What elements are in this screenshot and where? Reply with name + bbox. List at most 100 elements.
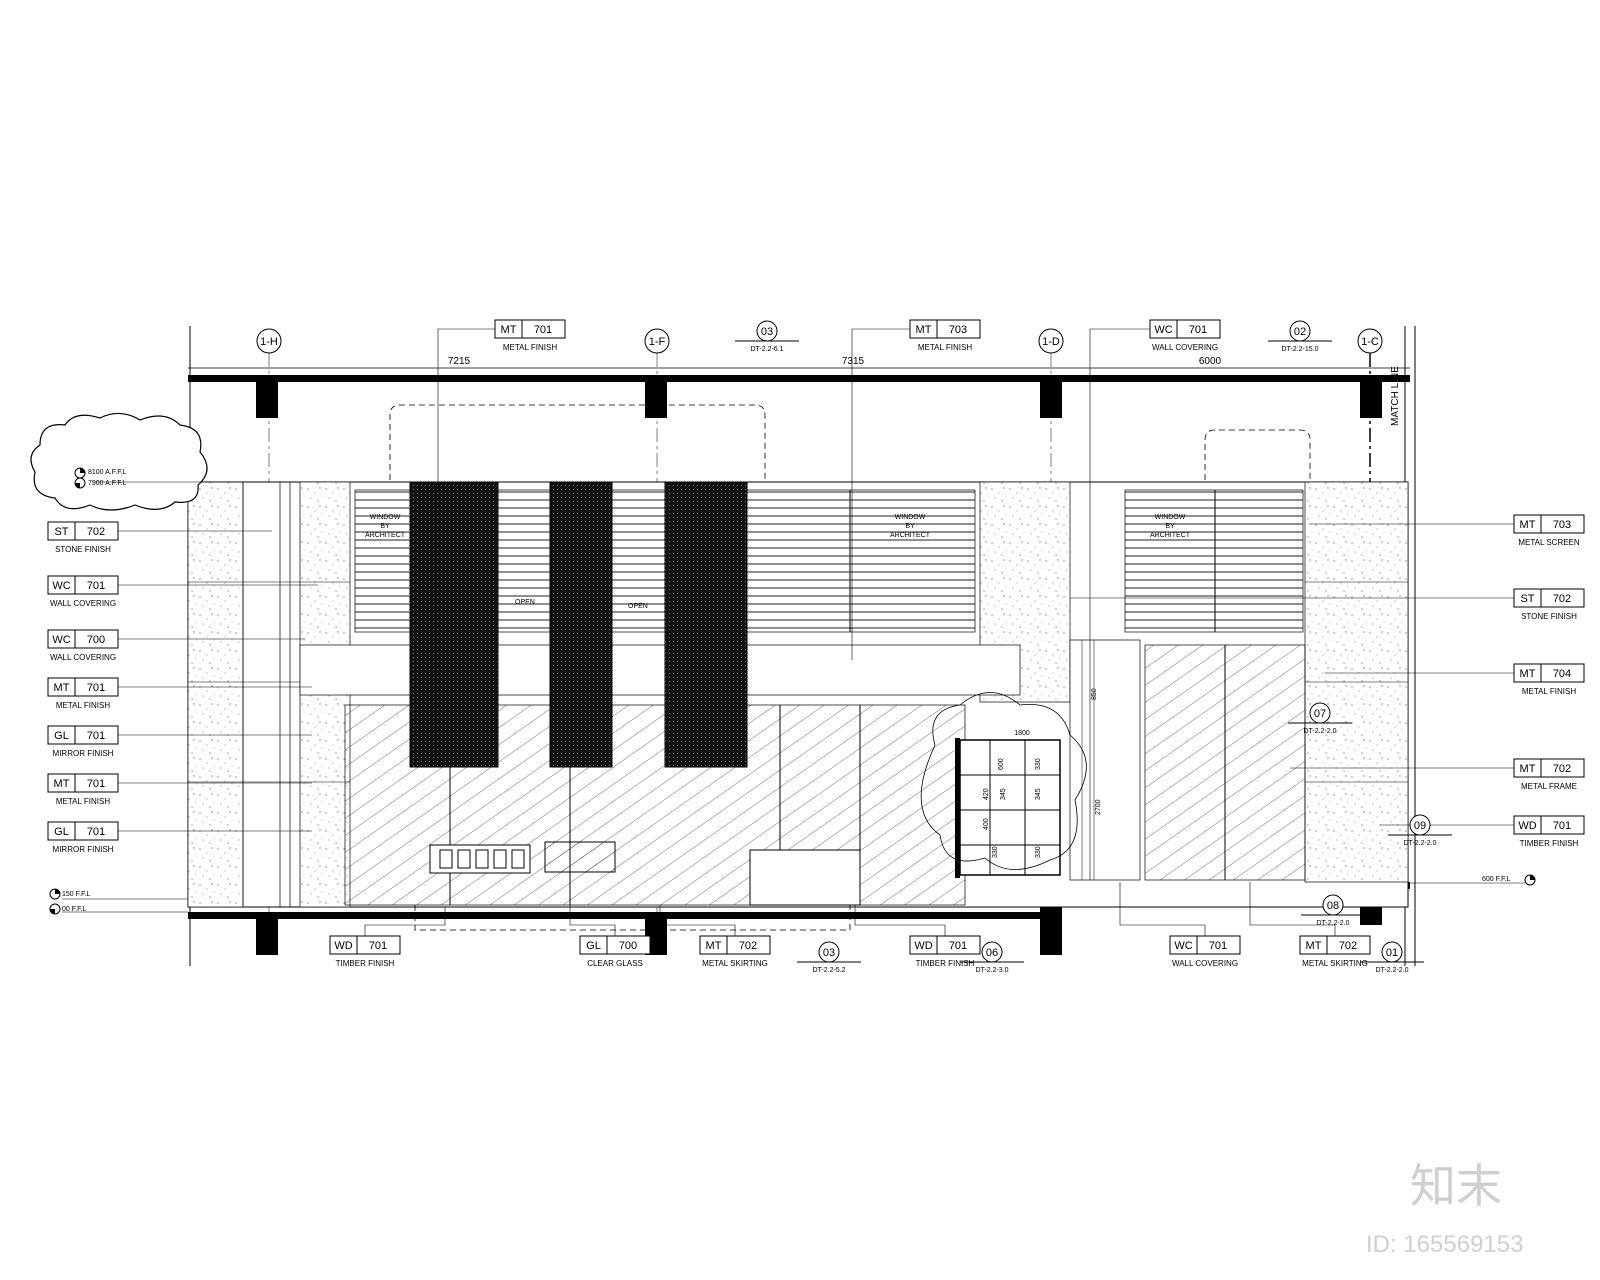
detail-sheet-ref: DT-2.2-5.2	[812, 967, 845, 974]
svg-text:600 F.F.L: 600 F.F.L	[1482, 876, 1511, 883]
tag-caption: WALL COVERING	[50, 599, 116, 608]
tag-code: MT	[1520, 763, 1536, 775]
tag-caption: WALL COVERING	[1172, 959, 1238, 968]
leader-line	[659, 905, 736, 936]
tag-number: 701	[87, 682, 105, 694]
tag-code: MT	[1520, 519, 1536, 531]
tag-number: 702	[1553, 763, 1571, 775]
tag-caption: METAL FINISH	[503, 343, 557, 352]
tag-caption: MIRROR FINISH	[53, 845, 114, 854]
detail-sheet-ref: DT-2.2-6.1	[750, 346, 783, 353]
dimension-6000: 6000	[1199, 356, 1222, 367]
tag-code: MT	[501, 324, 517, 336]
tag-caption: WALL COVERING	[1152, 343, 1218, 352]
leader-line	[851, 328, 910, 660]
tag-code: ST	[1520, 593, 1534, 605]
grid-marker: 1-D	[1038, 328, 1064, 912]
dimension-7315: 7315	[842, 356, 865, 367]
detail-number: 06	[986, 947, 998, 959]
tag-number: 701	[87, 730, 105, 742]
tag-number: 702	[1339, 940, 1357, 952]
svg-text:1-C: 1-C	[1361, 336, 1379, 348]
tag-number: 701	[87, 778, 105, 790]
tag-caption: METAL FINISH	[56, 797, 110, 806]
detail-number: 07	[1314, 708, 1326, 720]
floor-levels: 150 F.F.L 00 F.F.L 600 F.F.L	[49, 874, 1536, 915]
window-note: WINDOW BY ARCHITECT	[890, 514, 931, 539]
tag-caption: METAL FRAME	[1521, 782, 1577, 791]
level-marker: 150 F.F.L	[49, 888, 188, 900]
detail-sheet-ref: DT-2.2-2.0	[1303, 728, 1336, 735]
tag-code: WC	[52, 634, 70, 646]
level-marker: 600 F.F.L	[1408, 874, 1536, 886]
detail-number: 03	[761, 326, 773, 338]
leader-line	[1089, 328, 1150, 880]
svg-text:ARCHITECT: ARCHITECT	[1150, 532, 1191, 539]
shelf-dimension: 330	[1035, 758, 1042, 770]
leader-line	[569, 880, 616, 936]
match-line-label: MATCH LINE	[1390, 366, 1401, 426]
tag-caption: METAL SKIRTING	[702, 959, 768, 968]
svg-text:00 F.F.L: 00 F.F.L	[62, 906, 87, 913]
tag-caption: MIRROR FINISH	[53, 749, 114, 758]
shelf-dimension: 345	[1000, 788, 1007, 800]
detail-sheet-ref: DT-2.2-2.0	[1316, 920, 1349, 927]
tag-number: 701	[1209, 940, 1227, 952]
svg-text:1-F: 1-F	[649, 336, 666, 348]
detail-number: 02	[1294, 326, 1306, 338]
watermark: 知末 ID: 165569153	[1366, 1159, 1523, 1258]
leader-line	[364, 907, 446, 936]
tag-number: 701	[87, 826, 105, 838]
window-note: WINDOW BY ARCHITECT	[365, 514, 406, 539]
leader-line	[854, 905, 946, 936]
detail-sheet-ref: DT-2.2-2.0	[1375, 967, 1408, 974]
tag-code: MT	[1520, 668, 1536, 680]
tag-code: GL	[586, 940, 601, 952]
tag-number: 702	[1553, 593, 1571, 605]
svg-text:8100 A.F.F.L: 8100 A.F.F.L	[88, 469, 127, 476]
elevation-wall: 1800 2700 850 600 420 400 330 345 330 34…	[187, 404, 1409, 931]
tag-caption: CLEAR GLASS	[587, 959, 643, 968]
tag-caption: METAL FINISH	[918, 343, 972, 352]
tag-number: 700	[87, 634, 105, 646]
svg-text:BY: BY	[1165, 523, 1175, 530]
leader-line	[1249, 882, 1336, 936]
tag-code: WC	[1154, 324, 1172, 336]
tag-code: WD	[1518, 820, 1536, 832]
tag-caption: METAL SKIRTING	[1302, 959, 1368, 968]
tag-code: MT	[54, 682, 70, 694]
tag-caption: TIMBER FINISH	[1520, 839, 1579, 848]
detail-sheet-ref: DT-2.2-15.0	[1282, 346, 1319, 353]
tag-code: WC	[1174, 940, 1192, 952]
shelf-dimension: 345	[1035, 788, 1042, 800]
shelf-dimension: 600	[998, 758, 1005, 770]
svg-text:WINDOW: WINDOW	[895, 514, 926, 521]
svg-text:1-H: 1-H	[260, 336, 278, 348]
tag-caption: WALL COVERING	[50, 653, 116, 662]
tag-code: WC	[52, 580, 70, 592]
tag-code: GL	[54, 730, 69, 742]
dimension-850: 850	[1091, 688, 1098, 700]
shelf-dimension: 420	[983, 788, 990, 800]
tag-code: WD	[914, 940, 932, 952]
detail-number: 08	[1327, 900, 1339, 912]
tag-code: MT	[916, 324, 932, 336]
tag-caption: TIMBER FINISH	[336, 959, 395, 968]
